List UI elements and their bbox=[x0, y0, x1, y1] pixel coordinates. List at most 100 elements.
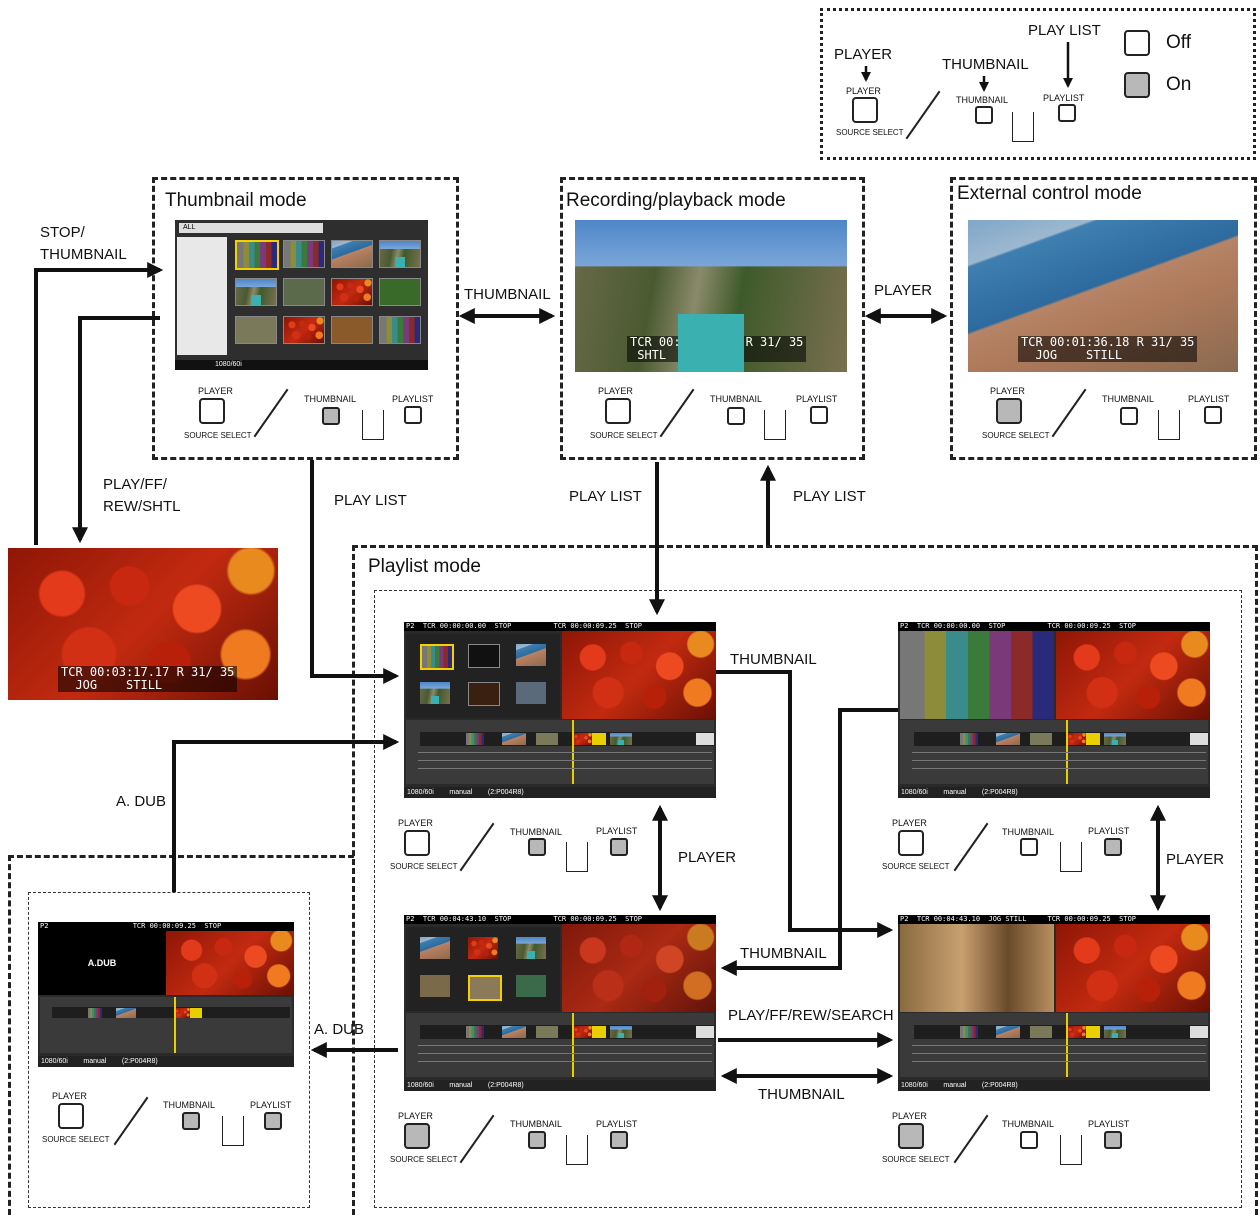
playlist-screen-4: P2 TCR 00:04:43.10 JOG STILL TCR 00:00:0… bbox=[898, 915, 1210, 1091]
thumb-clip-05 bbox=[235, 278, 277, 306]
label-a-dub-1: A. DUB bbox=[116, 793, 167, 810]
label-thumbnail-pl3: THUMBNAIL bbox=[758, 1086, 845, 1103]
rm-playlist-button bbox=[810, 406, 828, 424]
thumb-clip-04 bbox=[379, 240, 421, 268]
adub-playlist-button bbox=[264, 1112, 282, 1130]
adub-screen: P2 TCR 00:00:09.25 STOP A.DUB 1080/60i m… bbox=[38, 922, 294, 1067]
thumb-clip-07 bbox=[331, 278, 373, 306]
pl2-preview bbox=[1056, 631, 1210, 719]
adub-timeline bbox=[40, 997, 292, 1053]
pl2-thumbnail-button bbox=[1020, 838, 1038, 856]
pl3-thumbnail-label: THUMBNAIL bbox=[510, 1119, 563, 1129]
pl1-preview bbox=[562, 631, 716, 719]
pl1-player-label: PLAYER bbox=[398, 818, 433, 828]
legend-playlist-label: PLAY LIST bbox=[1028, 22, 1101, 39]
pl2-bottom-bar: 1080/60i manual (2:P004R8) bbox=[898, 787, 1210, 798]
thumb-clip-03 bbox=[331, 240, 373, 268]
pl4-playlist-button bbox=[1104, 1131, 1122, 1149]
legend-cursor-button bbox=[1012, 112, 1034, 142]
em-player-button bbox=[996, 398, 1022, 424]
thumb-clip-11 bbox=[331, 316, 373, 344]
label-play-ff-rew-shtl: PLAY/FF/ REW/SHTL bbox=[103, 476, 181, 515]
em-player-label: PLAYER bbox=[990, 386, 1025, 396]
em-thumbnail-button bbox=[1120, 407, 1138, 425]
label-thumbnail-top: THUMBNAIL bbox=[464, 286, 551, 303]
pl2-playlist-label: PLAYLIST bbox=[1088, 826, 1130, 836]
thumbnail-mode-title: Thumbnail mode bbox=[165, 190, 307, 211]
adub-preview bbox=[166, 931, 294, 995]
tm-player-label: PLAYER bbox=[198, 386, 233, 396]
pl1-playlist-label: PLAYLIST bbox=[596, 826, 638, 836]
adub-thumbnail-button bbox=[182, 1112, 200, 1130]
legend-btn-player-label: PLAYER bbox=[846, 86, 881, 96]
adub-inner-box bbox=[28, 892, 310, 1208]
playlist-screen-2: P2 TCR 00:00:00.00 STOP TCR 00:00:09.25 … bbox=[898, 622, 1210, 798]
label-play-ff-rew-search: PLAY/FF/REW/SEARCH bbox=[728, 1007, 894, 1024]
playlist-screen-3: P2 TCR 00:04:43.10 STOP TCR 00:00:09.25 … bbox=[404, 915, 716, 1091]
pl1-status-line: P2 TCR 00:00:00.00 STOP TCR 00:00:09.25 … bbox=[404, 622, 716, 631]
clip-property-panel bbox=[177, 237, 227, 355]
tm-thumbnail-label: THUMBNAIL bbox=[304, 394, 357, 404]
pl3-preview bbox=[562, 924, 716, 1012]
external-mode-title: External control mode bbox=[957, 183, 1142, 204]
rm-playlist-label: PLAYLIST bbox=[796, 394, 838, 404]
pl2-player-label: PLAYER bbox=[892, 818, 927, 828]
pl4-thumbnail-label: THUMBNAIL bbox=[1002, 1119, 1055, 1129]
legend-off-label: Off bbox=[1166, 32, 1191, 53]
label-thumbnail-pl1: THUMBNAIL bbox=[730, 651, 817, 668]
pl3-status-line: P2 TCR 00:04:43.10 STOP TCR 00:00:09.25 … bbox=[404, 915, 716, 924]
thumb-clip-08 bbox=[379, 278, 421, 306]
adub-player-button bbox=[58, 1103, 84, 1129]
em-thumbnail-label: THUMBNAIL bbox=[1102, 394, 1155, 404]
pl2-timeline bbox=[900, 720, 1208, 784]
external-mode-screen: TCR 00:01:36.18 R 31/ 35 JOG STILL bbox=[968, 220, 1238, 372]
pl4-timeline bbox=[900, 1013, 1208, 1077]
legend-on-label: On bbox=[1166, 74, 1192, 95]
label-a-dub-2: A. DUB bbox=[314, 1021, 365, 1038]
tm-playlist-button bbox=[404, 406, 422, 424]
thumb-clip-06 bbox=[283, 278, 325, 306]
thumb-clip-02 bbox=[283, 240, 325, 268]
recording-mode-title: Recording/playback mode bbox=[566, 190, 786, 211]
em-cursor-button bbox=[1158, 410, 1180, 440]
pl1-source-select-label: SOURCE SELECT bbox=[390, 862, 458, 871]
pl2-source-select-label: SOURCE SELECT bbox=[882, 862, 950, 871]
tm-thumbnail-button bbox=[322, 407, 340, 425]
pl4-source-select-label: SOURCE SELECT bbox=[882, 1155, 950, 1164]
pl2-player-button bbox=[898, 830, 924, 856]
pl3-thumb-grid bbox=[406, 927, 560, 1011]
legend-player-label: PLAYER bbox=[834, 46, 893, 63]
thumb-clip-12 bbox=[379, 316, 421, 344]
tm-source-select-label: SOURCE SELECT bbox=[184, 431, 252, 440]
thumbnail-mode-screen: ALL 1080/60i bbox=[175, 220, 428, 370]
adub-cursor-button bbox=[222, 1116, 244, 1146]
tm-cursor-button bbox=[362, 410, 384, 440]
tm-playlist-label: PLAYLIST bbox=[392, 394, 434, 404]
pl3-playlist-label: PLAYLIST bbox=[596, 1119, 638, 1129]
pl4-preview bbox=[1056, 924, 1210, 1012]
rm-thumbnail-button bbox=[727, 407, 745, 425]
recording-tcr-readout: TCR 00:13:47.28 R 31/ 35 SHTL + 0.0 bbox=[627, 336, 807, 362]
external-tcr-readout: TCR 00:01:36.18 R 31/ 35 JOG STILL bbox=[1018, 336, 1198, 362]
legend-off-swatch bbox=[1124, 30, 1150, 56]
pl4-cursor-button bbox=[1060, 1135, 1082, 1165]
em-source-select-label: SOURCE SELECT bbox=[982, 431, 1050, 440]
adub-bottom-bar: 1080/60i manual (2:P004R8) bbox=[38, 1056, 294, 1067]
pl4-status-line: P2 TCR 00:04:43.10 JOG STILL TCR 00:00:0… bbox=[898, 915, 1210, 924]
playback-screen: TCR 00:03:17.17 R 31/ 35 JOG STILL bbox=[8, 548, 278, 700]
label-thumbnail-pl2: THUMBNAIL bbox=[740, 945, 827, 962]
adub-status-line: P2 TCR 00:00:09.25 STOP bbox=[38, 922, 294, 931]
rm-source-select-label: SOURCE SELECT bbox=[590, 431, 658, 440]
pl2-cursor-button bbox=[1060, 842, 1082, 872]
thumbnail-filter-bar: ALL bbox=[179, 223, 323, 233]
label-play-list-2: PLAY LIST bbox=[569, 488, 642, 505]
label-player-pl1: PLAYER bbox=[678, 849, 737, 866]
recording-mode-screen: TCR 00:13:47.28 R 31/ 35 SHTL + 0.0 bbox=[575, 220, 847, 372]
legend-thumbnail-button bbox=[975, 106, 993, 124]
pl3-player-button bbox=[404, 1123, 430, 1149]
thumbnail-status-bar: 1080/60i bbox=[175, 360, 428, 370]
rm-cursor-button bbox=[764, 410, 786, 440]
label-player-pl2: PLAYER bbox=[1166, 851, 1225, 868]
rm-player-label: PLAYER bbox=[598, 386, 633, 396]
tm-player-button bbox=[199, 398, 225, 424]
